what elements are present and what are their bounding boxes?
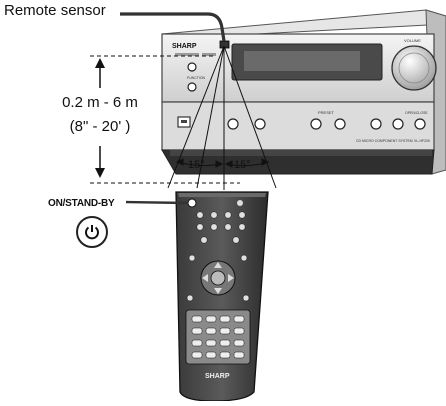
power-button-callout xyxy=(76,216,108,248)
model-label: XL-HF200 xyxy=(414,139,430,143)
preset-down-button xyxy=(310,118,322,130)
distance-range-imperial: (8" - 20' ) xyxy=(69,118,131,135)
stop-button xyxy=(370,118,382,130)
unit-power-button xyxy=(187,62,197,72)
remote-top-buttons xyxy=(196,211,246,244)
play-pause-button xyxy=(392,118,404,130)
preset-up-button xyxy=(334,118,346,130)
remote-control: SHARP xyxy=(175,191,269,402)
sensor-leader-line xyxy=(120,12,226,42)
remote-keypad-panel xyxy=(185,309,251,365)
unit-brand-logo: SHARP xyxy=(172,43,197,50)
remote-enter-button xyxy=(210,270,226,286)
distance-range-metric: 0.2 m - 6 m xyxy=(62,94,138,111)
unit-function-label: FUNCTION xyxy=(187,76,206,80)
angle-left-label: 15° xyxy=(188,159,205,171)
power-icon xyxy=(85,225,99,240)
aux-in-jack xyxy=(227,118,239,130)
reception-angle-rays xyxy=(167,45,277,190)
open-close-label: OPEN/CLOSE xyxy=(405,111,428,115)
preset-label: PRESET xyxy=(318,110,335,115)
power-leader-line xyxy=(125,200,189,205)
remote-brand-logo: SHARP xyxy=(205,373,230,380)
distance-arrow xyxy=(95,58,105,178)
remote-power-button xyxy=(187,198,197,208)
stereo-unit: SHARP FUNCTION VOLUME PRESET OPEN/CLOSE … xyxy=(161,9,446,175)
phones-jack xyxy=(254,118,266,130)
angle-arcs xyxy=(175,158,270,168)
remote-keypad-buttons xyxy=(191,315,245,359)
remote-sensor-label: Remote sensor xyxy=(4,2,106,19)
angle-right-label: 15° xyxy=(234,159,251,171)
system-label: CD MICRO COMPONENT SYSTEM xyxy=(356,139,413,143)
on-standby-label: ON/STAND-BY xyxy=(48,198,115,209)
unit-function-button xyxy=(187,82,197,92)
remote-nav-side-buttons xyxy=(186,254,250,302)
open-close-button xyxy=(414,118,426,130)
volume-label: VOLUME xyxy=(404,38,421,43)
volume-knob xyxy=(391,45,437,91)
